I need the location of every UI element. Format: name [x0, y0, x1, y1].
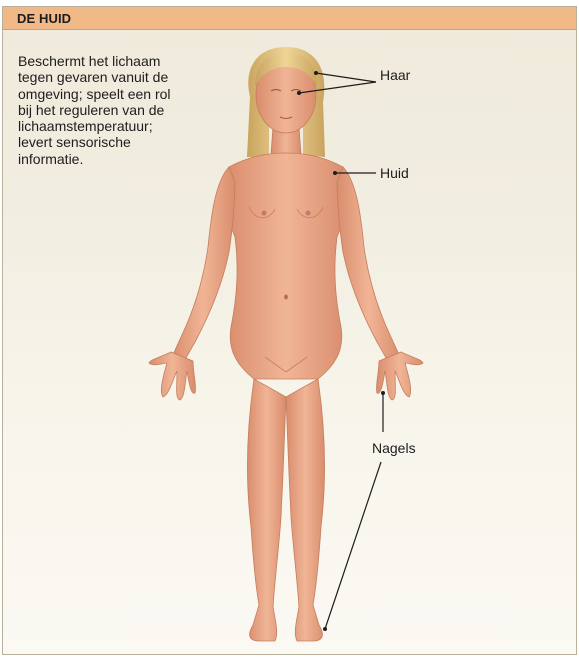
human-body-illustration [3, 7, 577, 655]
label-skin: Huid [380, 165, 409, 181]
label-hair: Haar [380, 67, 410, 83]
body-silhouette [149, 127, 423, 641]
label-nails: Nagels [372, 440, 416, 456]
skin-info-panel: DE HUID Beschermt het lichaam tegen geva… [2, 6, 577, 655]
